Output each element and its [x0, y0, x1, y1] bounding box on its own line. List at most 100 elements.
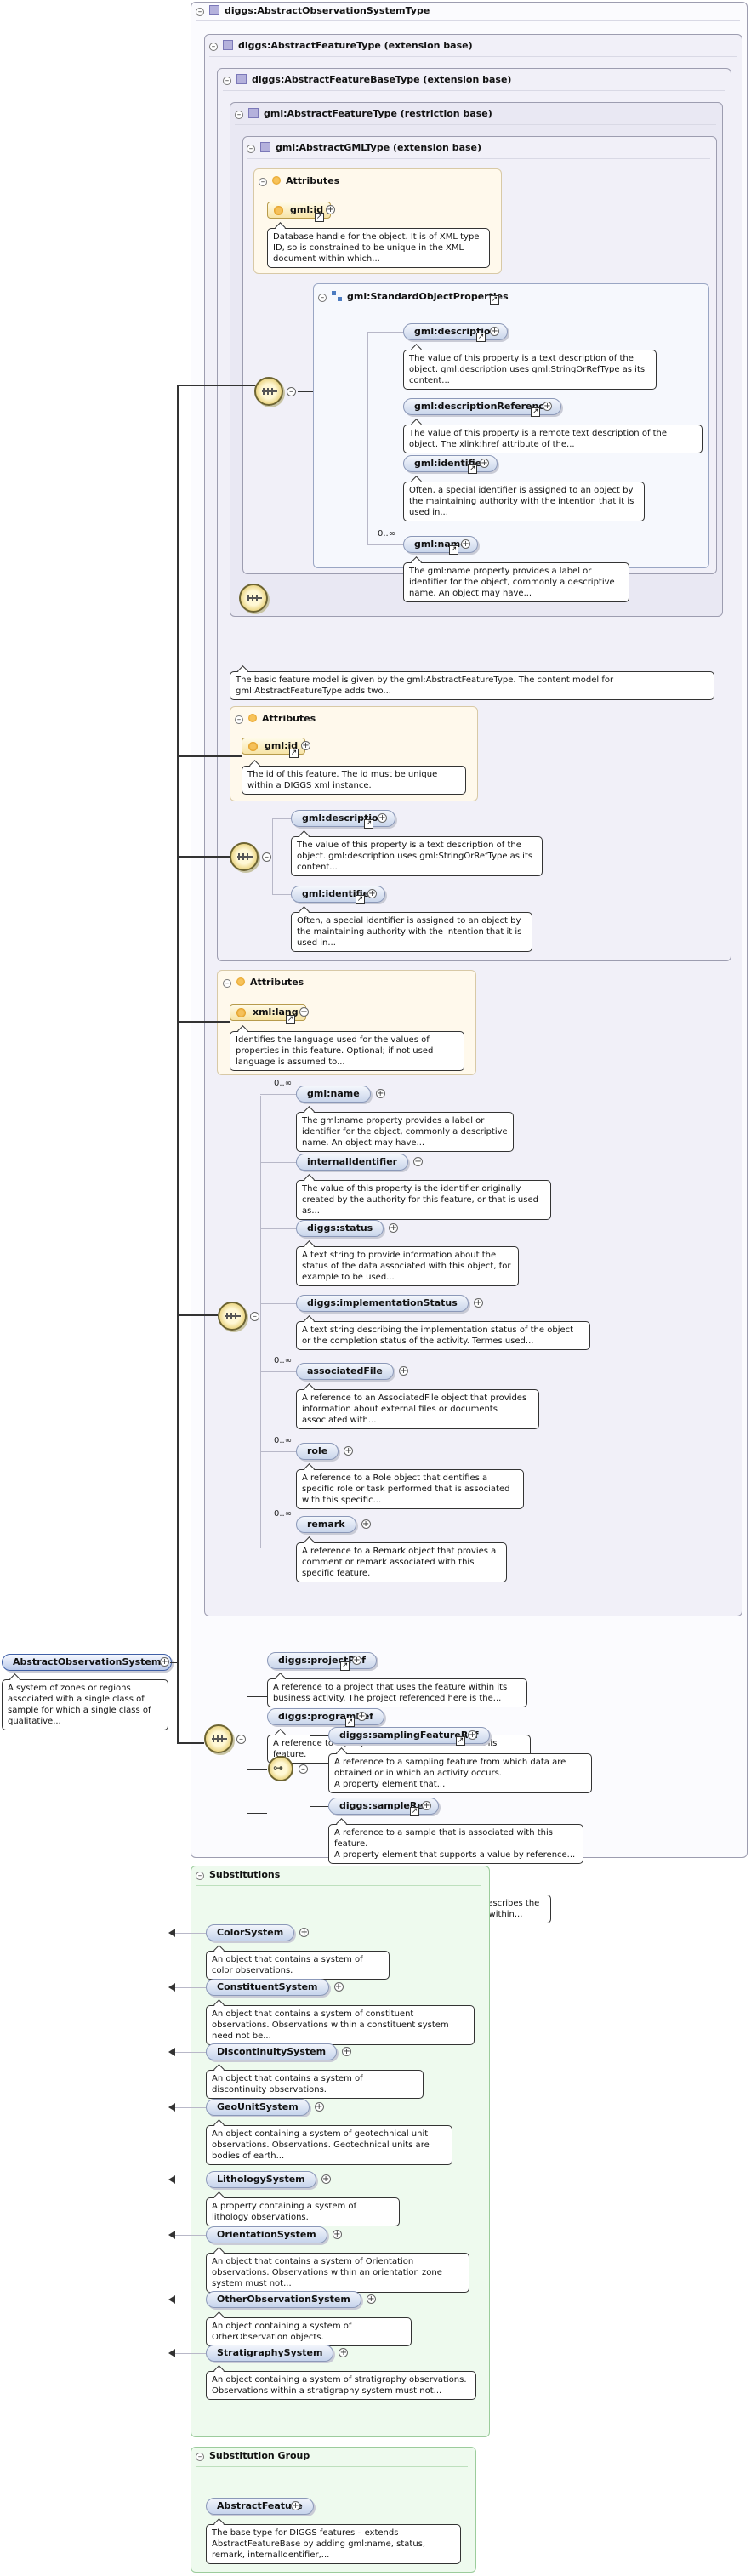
expand-icon[interactable]: + — [361, 1519, 371, 1529]
collapse-icon[interactable]: – — [235, 111, 243, 119]
ext1-element-3[interactable]: diggs:implementationStatus — [296, 1295, 469, 1312]
expand-icon[interactable]: + — [357, 1712, 367, 1721]
own-sequence-icon[interactable] — [204, 1724, 233, 1753]
expand-icon[interactable]: + — [321, 2174, 331, 2184]
expand-icon[interactable]: + — [339, 2348, 349, 2357]
substitution-element-5[interactable]: OrientationSystem — [206, 2226, 327, 2243]
substitution-element-6[interactable]: OtherObservationSystem — [206, 2291, 361, 2308]
expand-icon[interactable]: + — [367, 889, 377, 898]
expand-icon[interactable]: + — [344, 1446, 354, 1456]
ext2-attributes-header[interactable]: –Attributes — [235, 713, 316, 724]
substitution-element-2[interactable]: DiscontinuitySystem — [206, 2043, 338, 2060]
ext2-header[interactable]: –diggs:AbstractFeatureBaseType (extensio… — [223, 74, 511, 85]
program-ref-element[interactable]: diggs:programRef — [267, 1708, 385, 1725]
substitution-element-3[interactable]: GeoUnitSystem — [206, 2099, 310, 2116]
expand-icon[interactable]: + — [333, 1982, 344, 1992]
collapse-icon[interactable]: – — [287, 387, 296, 396]
substitution-element-1[interactable]: ConstituentSystem — [206, 1979, 329, 1996]
expand-icon[interactable]: + — [366, 2294, 376, 2304]
link-arrow-icon[interactable]: ↗ — [490, 295, 499, 305]
ext1-element-0[interactable]: gml:name — [296, 1086, 371, 1103]
substitution-group-header[interactable]: –Substitution Group — [196, 2450, 310, 2461]
expand-icon[interactable]: + — [352, 1656, 361, 1665]
link-arrow-icon[interactable]: ↗ — [340, 1661, 350, 1671]
ext1-element-6[interactable]: remark — [296, 1516, 356, 1533]
collapse-icon[interactable]: – — [262, 852, 271, 862]
link-arrow-icon[interactable]: ↗ — [456, 1736, 465, 1746]
link-arrow-icon[interactable]: ↗ — [356, 895, 365, 904]
gml-name-element[interactable]: gml:name — [403, 536, 478, 553]
expand-icon[interactable]: + — [490, 327, 499, 336]
ext2-sequence-icon[interactable] — [230, 842, 259, 871]
abstract-feature-doc: The base type for DIGGS features – exten… — [206, 2524, 461, 2564]
gml-sequence-icon[interactable] — [254, 377, 283, 406]
expand-icon[interactable]: + — [299, 1928, 310, 1937]
collapse-icon[interactable]: – — [259, 178, 267, 186]
expand-icon[interactable]: + — [342, 2047, 352, 2056]
expand-icon[interactable]: + — [461, 539, 470, 549]
ext1-element-2[interactable]: diggs:status — [296, 1220, 384, 1237]
expand-icon[interactable]: + — [314, 2102, 324, 2112]
ext1-attributes-header[interactable]: –Attributes — [223, 977, 304, 988]
collapse-icon[interactable]: – — [223, 77, 231, 85]
choice-icon[interactable] — [268, 1756, 293, 1781]
link-arrow-icon[interactable]: ↗ — [410, 1807, 419, 1816]
substitution-element-0[interactable]: ColorSystem — [206, 1924, 295, 1941]
substitution-element-4[interactable]: LithologySystem — [206, 2171, 316, 2188]
sampling-feature-ref-element[interactable]: diggs:samplingFeatureRef — [328, 1727, 490, 1744]
gml-description-reference-element[interactable]: gml:descriptionReference — [403, 398, 562, 415]
substitutions-header[interactable]: –Substitutions — [196, 1869, 280, 1880]
substitution-element-7[interactable]: StratigraphySystem — [206, 2345, 334, 2362]
collapse-icon[interactable]: – — [250, 1312, 259, 1321]
collapse-icon[interactable]: – — [299, 1764, 308, 1774]
ext1-sequence-icon[interactable] — [218, 1302, 247, 1331]
ext1-element-1[interactable]: internalIdentifier — [296, 1154, 409, 1171]
gml-attributes-header[interactable]: –Attributes — [259, 175, 339, 186]
expand-icon[interactable]: + — [398, 1366, 408, 1376]
collapse-icon[interactable]: – — [196, 8, 204, 16]
restriction-sequence-icon[interactable] — [239, 584, 268, 613]
type-header[interactable]: –diggs:AbstractObservationSystemType — [196, 5, 430, 16]
link-arrow-icon[interactable]: ↗ — [289, 749, 299, 758]
expand-icon[interactable]: + — [378, 813, 387, 823]
abstract-feature-element[interactable]: AbstractFeature — [206, 2498, 314, 2515]
collapse-icon[interactable]: – — [209, 43, 218, 51]
collapse-icon[interactable]: – — [247, 145, 255, 153]
link-arrow-icon[interactable]: ↗ — [345, 1718, 355, 1727]
expand-icon[interactable]: + — [413, 1157, 424, 1166]
ext1-header[interactable]: –diggs:AbstractFeatureType (extension ba… — [209, 40, 473, 51]
link-arrow-icon[interactable]: ↗ — [286, 1015, 295, 1024]
expand-icon[interactable]: + — [422, 1801, 431, 1810]
expand-icon[interactable]: + — [301, 741, 310, 750]
expand-icon[interactable]: + — [375, 1089, 385, 1098]
collapse-icon[interactable]: – — [196, 1872, 204, 1880]
link-arrow-icon[interactable]: ↗ — [449, 545, 458, 555]
root-element[interactable]: AbstractObservationSystem — [2, 1654, 173, 1671]
ext1-element-4[interactable]: associatedFile — [296, 1363, 394, 1380]
link-arrow-icon[interactable]: ↗ — [468, 464, 477, 474]
collapse-icon[interactable]: – — [236, 1735, 246, 1744]
expand-icon[interactable]: + — [291, 2501, 300, 2510]
restriction-header[interactable]: –gml:AbstractFeatureType (restriction ba… — [235, 108, 492, 119]
expand-icon[interactable]: + — [480, 459, 489, 468]
collapse-icon[interactable]: – — [196, 2453, 204, 2461]
standard-props-header[interactable]: –gml:StandardObjectProperties — [318, 291, 509, 302]
expand-icon[interactable]: + — [299, 1007, 309, 1017]
ext1-element-5[interactable]: role — [296, 1443, 339, 1460]
expand-icon[interactable]: + — [332, 2230, 342, 2239]
link-arrow-icon[interactable]: ↗ — [364, 819, 373, 829]
gml-header[interactable]: – gml:AbstractGMLType (extension base) — [247, 142, 481, 153]
expand-icon[interactable]: + — [389, 1223, 399, 1233]
link-arrow-icon[interactable]: ↗ — [315, 213, 324, 222]
expand-icon[interactable]: + — [160, 1657, 169, 1667]
link-arrow-icon[interactable]: ↗ — [476, 333, 486, 342]
expand-icon[interactable]: + — [543, 402, 552, 411]
expand-icon[interactable]: + — [468, 1730, 477, 1740]
collapse-icon[interactable]: – — [318, 294, 327, 302]
expand-icon[interactable]: + — [326, 205, 335, 214]
link-arrow-icon[interactable]: ↗ — [531, 407, 540, 417]
gml-title: gml:AbstractGMLType (extension base) — [276, 142, 482, 153]
collapse-icon[interactable]: – — [235, 715, 243, 724]
collapse-icon[interactable]: – — [223, 979, 231, 988]
expand-icon[interactable]: + — [473, 1298, 483, 1308]
